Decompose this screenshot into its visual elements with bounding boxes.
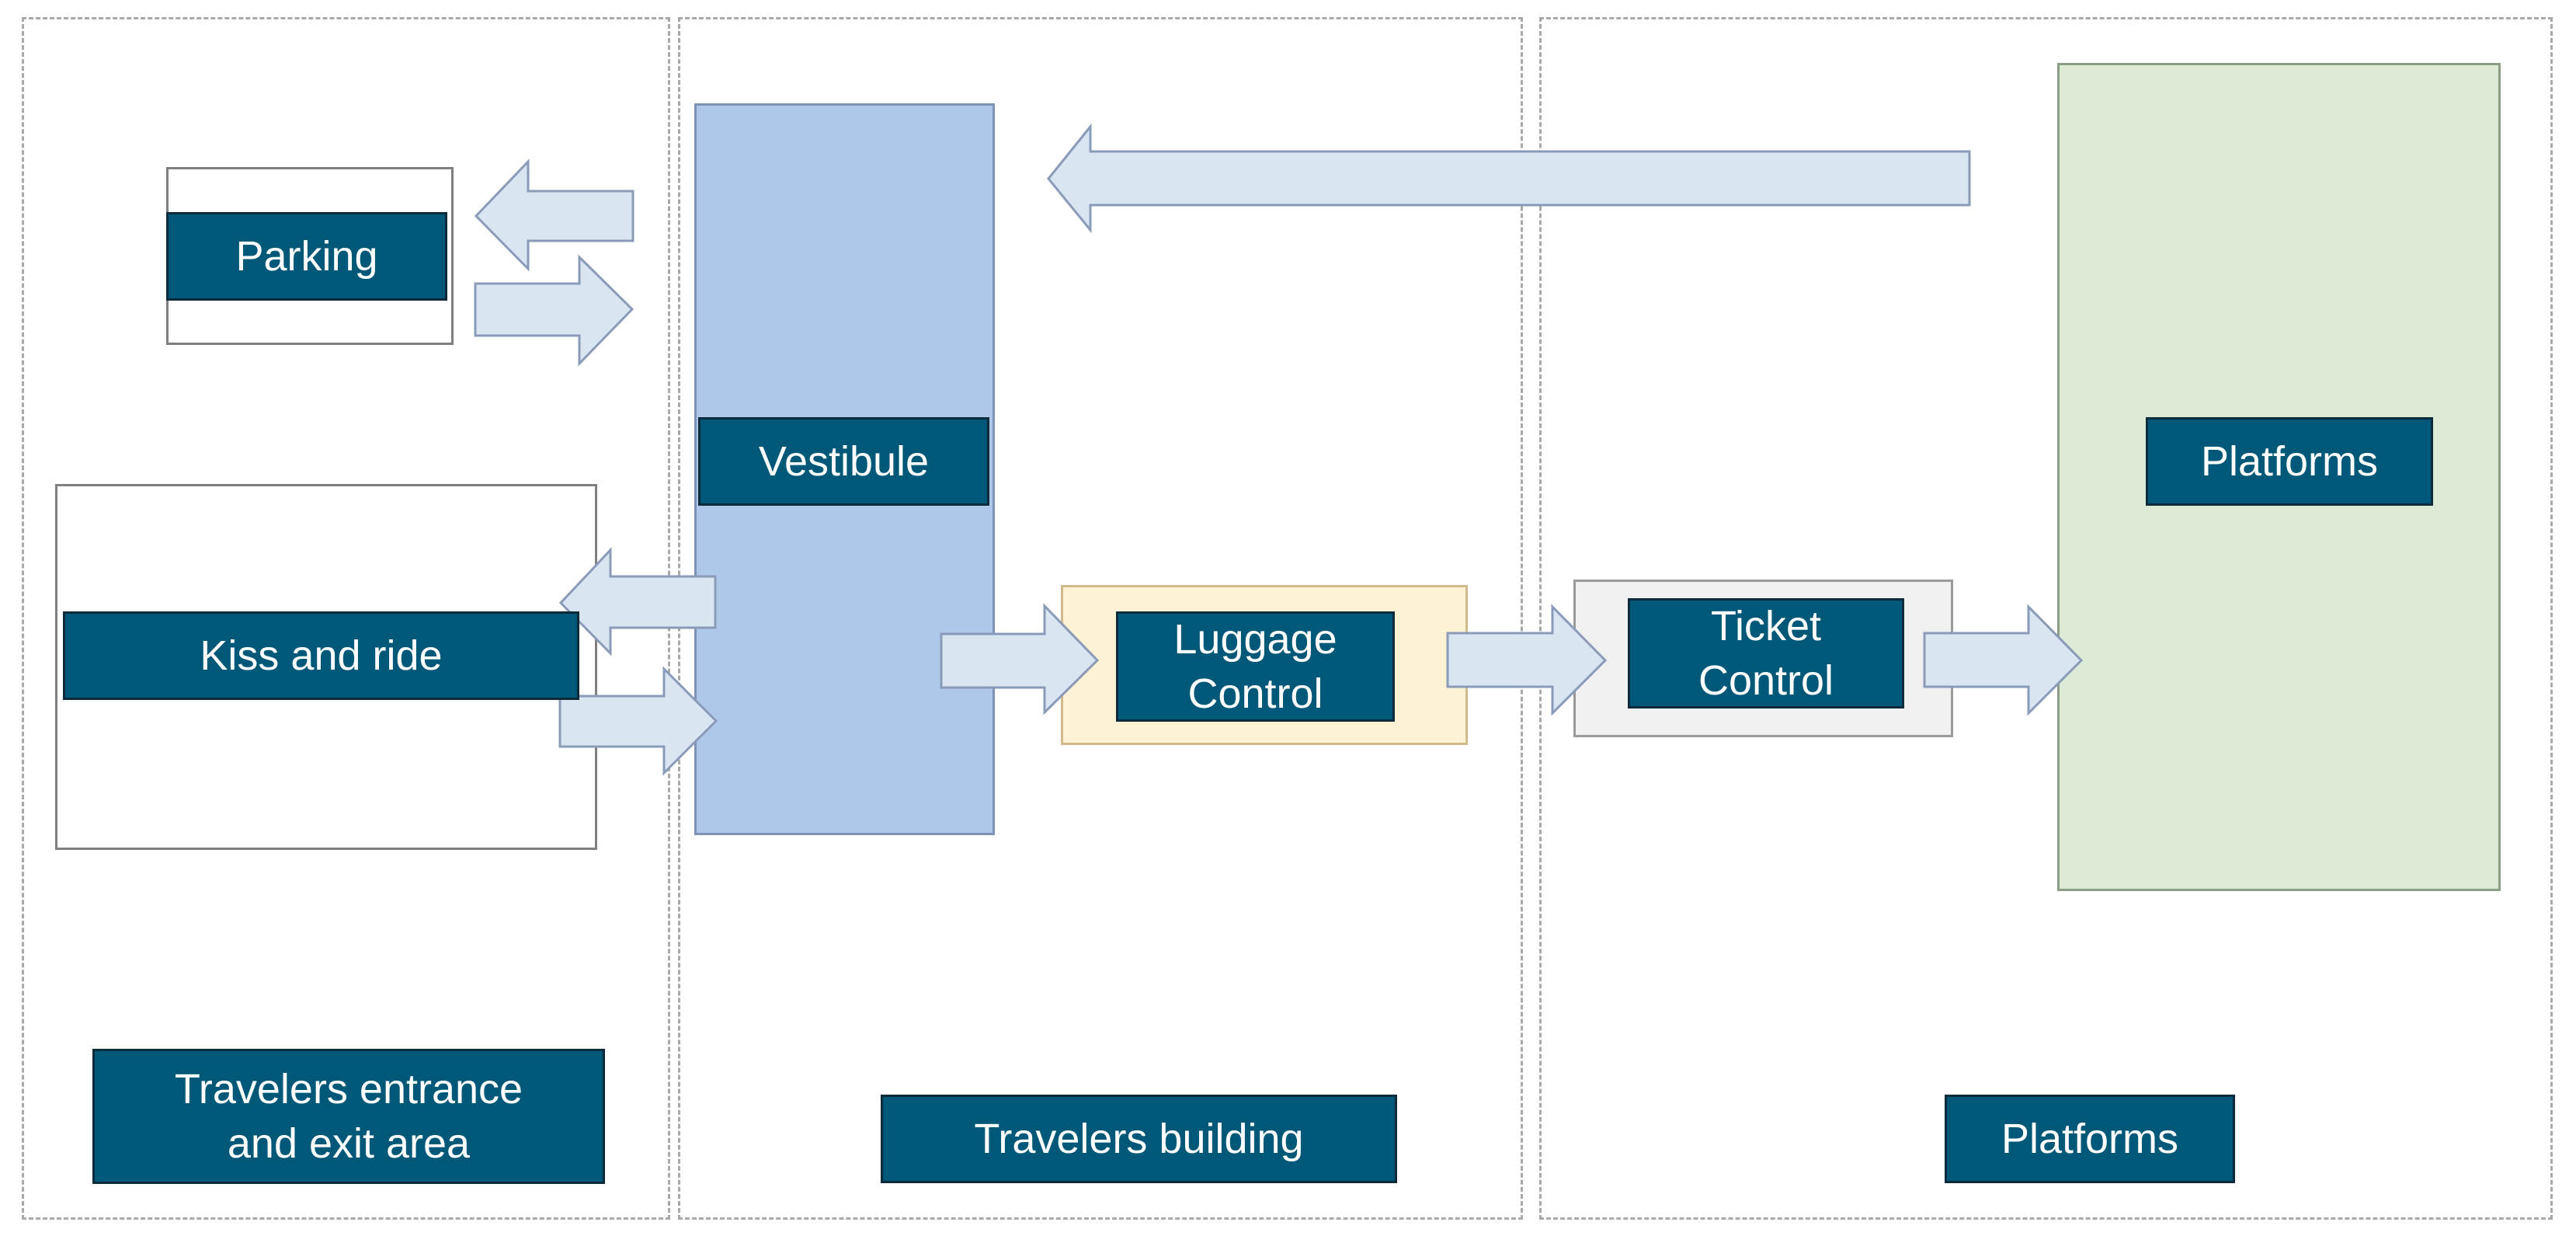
vestibule-label: Vestibule bbox=[698, 417, 989, 506]
platforms-node-label: Platforms bbox=[2146, 417, 2433, 506]
parking-label: Parking bbox=[166, 212, 447, 301]
zone-platforms-label: Platforms bbox=[1945, 1095, 2235, 1183]
zone-travelers-building-label: Travelers building bbox=[881, 1095, 1397, 1183]
luggage-control-label: Luggage Control bbox=[1116, 611, 1395, 722]
zone-entrance-exit-area-label: Travelers entrance and exit area bbox=[92, 1049, 605, 1184]
kiss-and-ride-label: Kiss and ride bbox=[63, 611, 579, 700]
ticket-control-label: Ticket Control bbox=[1628, 598, 1904, 709]
